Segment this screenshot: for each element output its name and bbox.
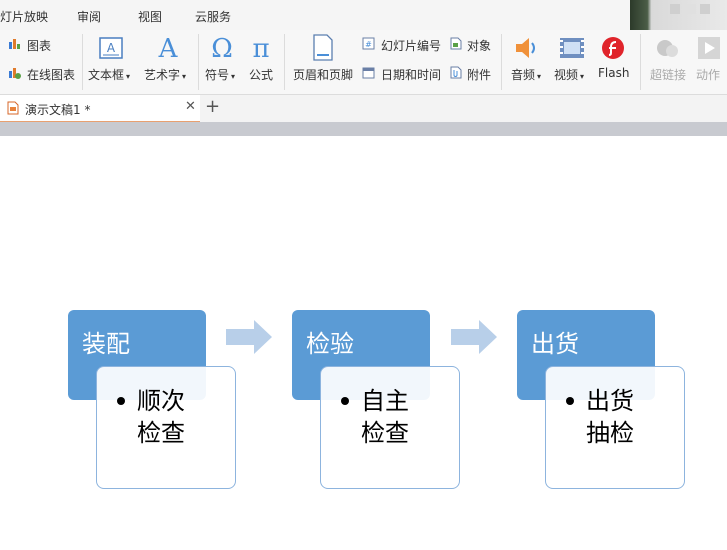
menu-slideshow[interactable]: 灯片放映 [0, 10, 49, 24]
svg-text:A: A [158, 34, 179, 61]
wordart-icon: A [158, 34, 179, 61]
process-step-2-title: 检验 [306, 330, 354, 358]
process-step-1-detail[interactable]: 顺次检查 [96, 366, 236, 489]
svg-text:π: π [252, 34, 269, 61]
process-step-3-title: 出货 [531, 330, 579, 358]
link-icon [657, 40, 678, 57]
new-tab-plus-icon[interactable]: + [205, 96, 221, 117]
process-step-3-detail[interactable]: 出货抽检 [545, 366, 685, 489]
pi-icon: π [252, 34, 269, 61]
document-tab[interactable]: 演示文稿1 * ✕ [0, 95, 200, 123]
svg-text:#: # [365, 40, 372, 49]
flash-icon [602, 37, 624, 59]
formula-label: 公式 [249, 68, 274, 82]
menu-bar: 灯片放映 审阅 视图 云服务 [0, 0, 727, 30]
online-chart-label: 在线图表 [27, 68, 76, 82]
action-icon [698, 37, 720, 59]
bar-chart-icon [9, 39, 20, 49]
ribbon-toolbar: 图表 在线图表 A 文本框▾ A 艺术字▾ Ω 符号▾ π 公式 [0, 30, 727, 95]
datetime-label: 日期和时间 [381, 68, 442, 82]
speaker-icon [516, 38, 535, 58]
object-label: 对象 [467, 39, 492, 53]
process-step-2-detail-text: 自主检查 [361, 387, 409, 447]
chart-label: 图表 [27, 39, 52, 53]
avatar[interactable] [630, 0, 727, 30]
svg-text:A: A [107, 41, 116, 55]
hyperlink-label: 超链接 [650, 68, 687, 82]
omega-icon: Ω [211, 34, 233, 61]
attachment-icon [450, 66, 462, 79]
process-step-1-title: 装配 [82, 330, 130, 358]
document-tab-title: 演示文稿1 * [25, 103, 91, 117]
slide-number-icon: # [362, 37, 375, 50]
process-step-3-detail-text: 出货抽检 [586, 387, 634, 447]
audio-label: 音频▾ [511, 68, 542, 82]
ruler-strip [0, 122, 727, 136]
svg-text:Ω: Ω [211, 34, 233, 61]
document-tab-bar: 演示文稿1 * ✕ + [0, 95, 727, 123]
arrow-right-icon [451, 320, 497, 354]
bullet-dot [341, 397, 349, 405]
process-step-1-detail-text: 顺次检查 [137, 387, 185, 447]
bullet-dot [566, 397, 574, 405]
menu-view[interactable]: 视图 [138, 10, 163, 24]
menu-cloud[interactable]: 云服务 [195, 10, 232, 24]
page-icon [313, 34, 333, 61]
online-chart-icon [9, 68, 21, 79]
video-label: 视频▾ [554, 68, 585, 82]
bullet-dot [117, 397, 125, 405]
textbox-icon: A [99, 37, 123, 59]
calendar-icon [362, 67, 375, 79]
video-icon [560, 38, 584, 58]
wordart-label: 艺术字▾ [144, 68, 187, 82]
slide-canvas[interactable]: 装配 顺次检查 检验 自主检查 出货 出货抽检 [0, 136, 727, 550]
object-icon [450, 37, 462, 50]
process-step-2-detail[interactable]: 自主检查 [320, 366, 460, 489]
header-footer-label: 页眉和页脚 [293, 68, 354, 82]
close-icon[interactable]: ✕ [185, 99, 196, 114]
presentation-file-icon [7, 101, 19, 115]
flash-label: Flash [598, 66, 630, 80]
textbox-label: 文本框▾ [88, 68, 131, 82]
arrow-right-icon [226, 320, 272, 354]
slide-number-label: 幻灯片编号 [381, 39, 442, 53]
action-label: 动作 [696, 68, 721, 82]
menu-review[interactable]: 审阅 [77, 10, 102, 24]
symbol-label: 符号▾ [205, 68, 236, 82]
attachment-label: 附件 [467, 68, 492, 82]
